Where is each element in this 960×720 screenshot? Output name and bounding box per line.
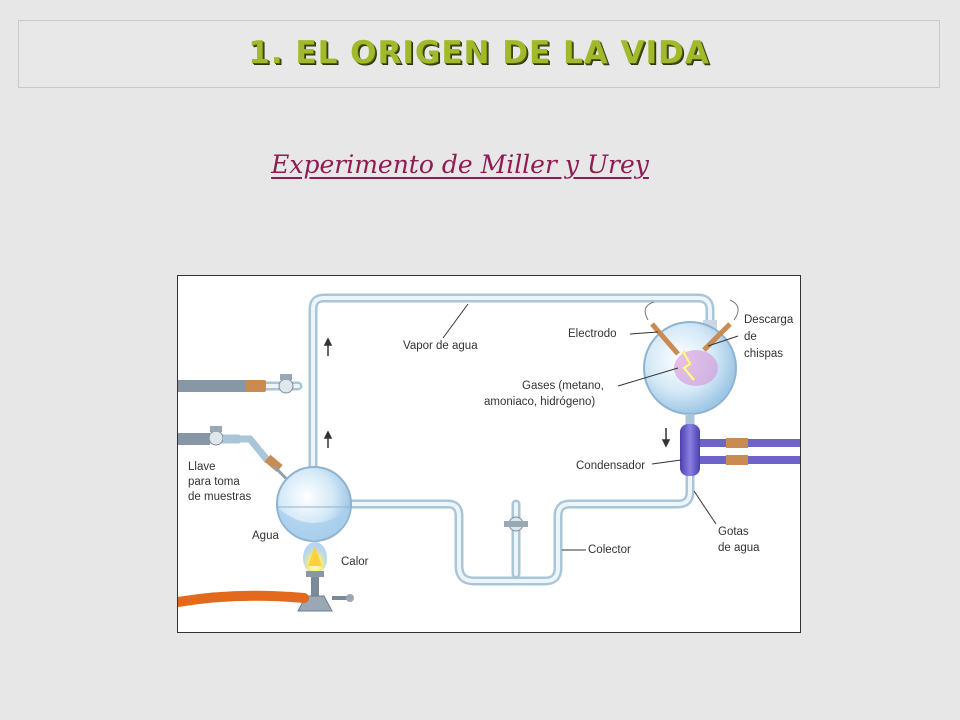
flow-arrows [323,337,671,448]
label-agua: Agua [252,530,279,542]
label-gotas-2: de agua [718,542,760,554]
label-descarga-2: de [744,331,757,343]
water-flask [276,466,352,542]
label-colector: Colector [588,544,631,556]
label-condensador: Condensador [576,460,646,472]
label-descarga-1: Descarga [744,314,794,326]
inlet-hose-mid [178,433,210,445]
label-llave-2: para toma [188,476,240,488]
label-gases-1: Gases (metano, [522,380,604,392]
label-gases-2: amoniaco, hidrógeno) [484,396,596,408]
condenser [680,424,800,476]
label-gotas-1: Gotas [718,526,749,538]
label-llave-3: de muestras [188,491,252,503]
bunsen-burner [178,542,354,612]
label-vapor: Vapor de agua [403,340,478,352]
spark-chamber [643,299,739,426]
label-llave-1: Llave [188,461,216,473]
label-electrodo: Electrodo [568,328,617,340]
inlet-hose-top [178,380,248,392]
gas-hose [178,590,309,607]
page-title: 1. EL ORIGEN DE LA VIDA [248,35,710,71]
miller-urey-diagram: Vapor de agua Electrodo Descarga de chis… [177,275,801,633]
label-descarga-3: chispas [744,348,783,360]
apparatus-drawing [178,293,800,612]
title-box: 1. EL ORIGEN DE LA VIDA [18,20,940,88]
collector-stopcock [504,516,528,532]
leader-lines [442,303,739,551]
stopcock-top [278,374,294,394]
subtitle-link[interactable]: Experimento de Miller y Urey [271,150,649,179]
label-calor: Calor [341,556,369,568]
